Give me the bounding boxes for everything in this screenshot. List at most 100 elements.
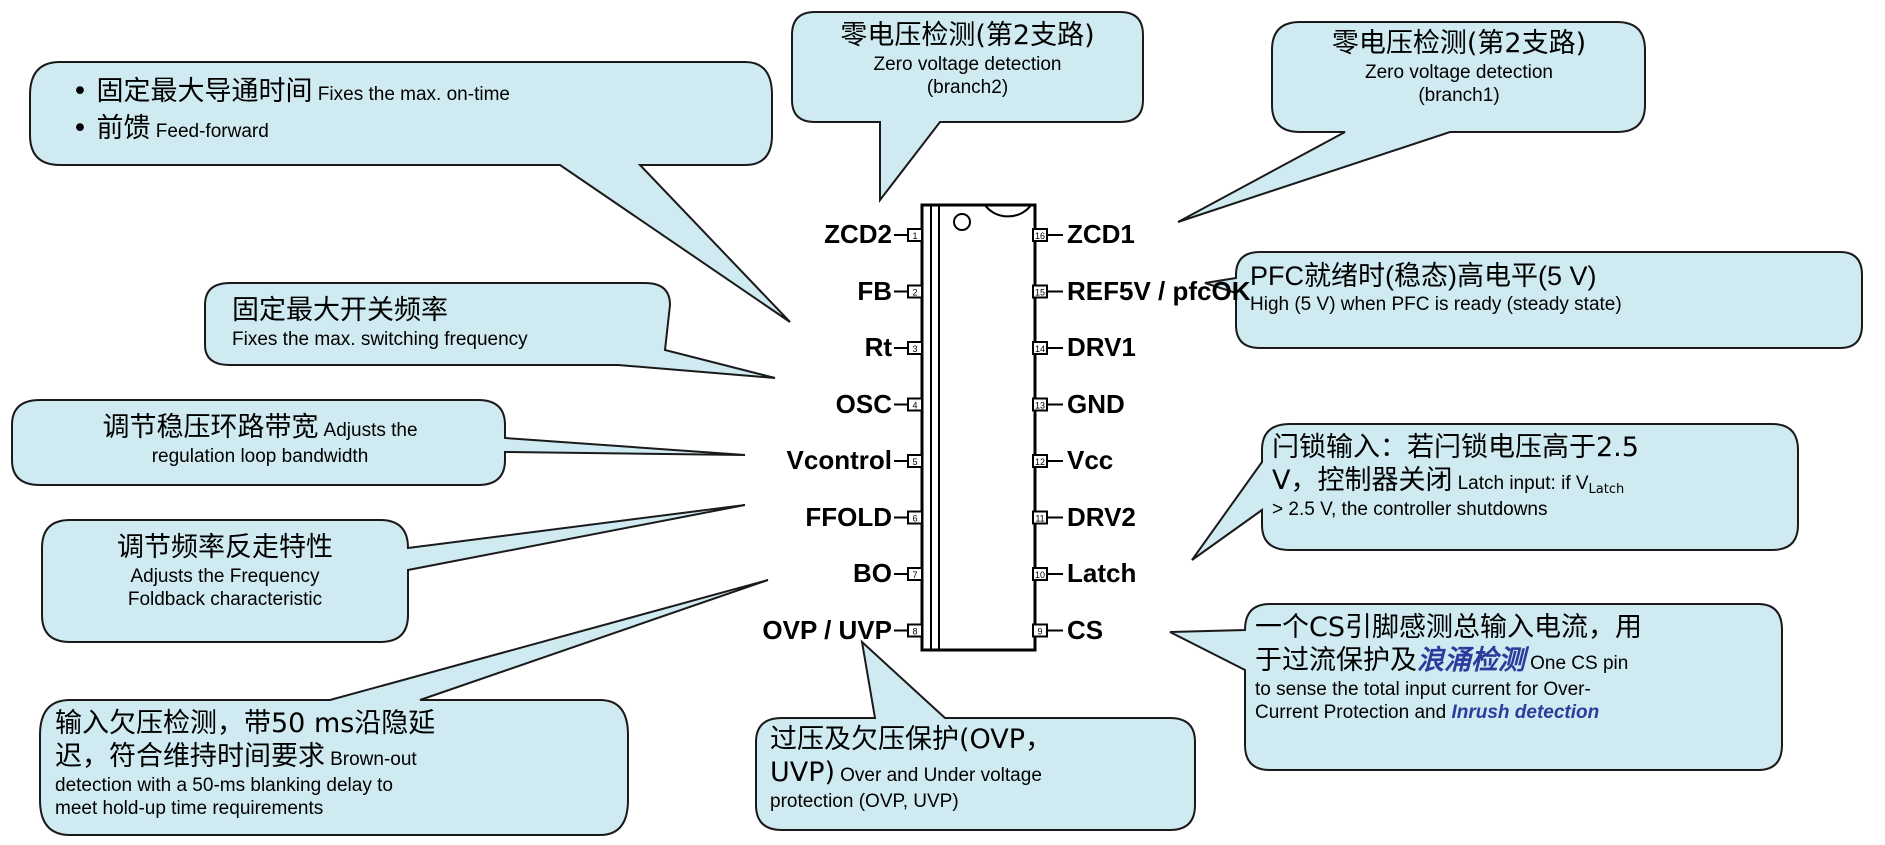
callout-en-accent: Inrush detection xyxy=(1451,702,1600,724)
pin-label-right: DRV2 xyxy=(1067,501,1136,532)
pin-stub-left: 4 xyxy=(894,397,923,412)
callout-zcd2: 零电压检测(第2支路) Zero voltage detection (bran… xyxy=(795,20,1140,99)
callout-loop-bandwidth-shape xyxy=(11,399,746,486)
pin-label-left: FFOLD xyxy=(805,501,892,532)
pin-number: 16 xyxy=(1035,231,1045,241)
pin-label-right: Latch xyxy=(1067,558,1137,588)
callout-en: regulation loop bandwidth xyxy=(151,445,369,467)
callout-en: Fixes the max. on-time xyxy=(317,84,510,105)
pin-number: 11 xyxy=(1035,514,1044,524)
callout-en: Over and Under voltage xyxy=(840,764,1042,786)
callout-loop-bandwidth: 调节稳压环路带宽 Adjusts the regulation loop ban… xyxy=(50,412,470,468)
pin-label-right: GND xyxy=(1067,388,1125,419)
ic-chip xyxy=(920,203,1037,652)
callout-freq-foldback: 调节频率反走特性 Adjusts the Frequency Foldback … xyxy=(50,532,400,611)
pin-stub-left: 5 xyxy=(894,454,923,468)
pin-label-right: DRV1 xyxy=(1067,332,1136,362)
pin-number: 13 xyxy=(1035,401,1045,411)
callout-max-switching-freq-shape xyxy=(204,282,776,379)
callout-en: Fixes the max. switching frequency xyxy=(232,328,528,350)
callout-zcd1-shape xyxy=(1177,21,1646,223)
callout-en: Foldback characteristic xyxy=(127,589,323,611)
pin-number: 2 xyxy=(912,288,917,298)
callout-latch-shape xyxy=(1191,423,1799,561)
pin-stub-right: 10 xyxy=(1032,567,1063,581)
pin-stub-left: 1 xyxy=(894,228,923,242)
callout-brown-out-shape xyxy=(39,579,769,836)
callout-en: Adjusts the xyxy=(323,420,418,441)
callout-pfc-ok-shape xyxy=(1204,251,1863,349)
callout-en: Zero voltage detection xyxy=(873,53,1062,75)
callout-zh-accent: 浪涌检测 xyxy=(1417,644,1525,676)
pin-number: 3 xyxy=(912,344,917,354)
pin-label-left: Rt xyxy=(864,332,892,362)
pin-number: 5 xyxy=(912,457,917,467)
pin-label-right: CS xyxy=(1067,614,1104,645)
callout-cs-shape xyxy=(1169,603,1783,771)
callout-fixes-max-on-time-shape xyxy=(29,61,791,323)
latch-subscript: Latch xyxy=(1588,482,1625,498)
callout-zh: 闩锁输入：若闩锁电压高于2.5 xyxy=(1272,432,1639,463)
pin-number: 7 xyxy=(912,570,917,580)
pin-number: 15 xyxy=(1035,288,1045,298)
callout-cs: 一个CS引脚感测总输入电流，用 于过流保护及浪涌检测 One CS pin to… xyxy=(1255,612,1642,724)
callout-zcd1: 零电压检测(第2支路) Zero voltage detection (bran… xyxy=(1275,28,1643,107)
pin-label-left: OSC xyxy=(835,388,892,419)
callout-zh: 输入欠压检测，带50 ms沿隐延 xyxy=(55,708,436,739)
callout-en: Brown-out xyxy=(330,748,417,770)
callout-en: High (5 V) when PFC is ready (steady sta… xyxy=(1250,293,1622,315)
callout-zcd2-shape xyxy=(791,11,1144,203)
callout-zh: 零电压检测(第2支路) xyxy=(840,20,1095,51)
callout-zh: PFC就绪时(稳态)高电平(5 V) xyxy=(1250,261,1597,291)
callout-zh: 迟，符合维持时间要求 xyxy=(55,740,325,772)
pin-label-right: ZCD1 xyxy=(1067,219,1135,249)
pin-label-left: Vcontrol xyxy=(786,445,892,475)
pin-label-right: Vcc xyxy=(1067,445,1114,475)
pin-stub-left: 7 xyxy=(894,567,923,581)
callout-zh: 零电压检测(第2支路) xyxy=(1331,28,1587,59)
callout-zh: UVP) xyxy=(770,756,836,788)
pin-label-left: ZCD2 xyxy=(824,219,892,249)
pin-label-left: OVP / UVP xyxy=(762,614,892,645)
pin-number: 4 xyxy=(912,401,917,411)
pin-label-right: REF5V / pfcOK xyxy=(1067,275,1251,306)
pin-stub-right: 9 xyxy=(1032,623,1063,638)
callout-en: Feed-forward xyxy=(155,120,269,142)
callout-ovp-uvp-shape xyxy=(755,639,1196,831)
callout-zh: 调节频率反走特性 xyxy=(117,532,333,563)
callout-zh: 一个CS引脚感测总输入电流，用 xyxy=(1255,612,1642,643)
callout-pfc-ok: PFC就绪时(稳态)高电平(5 V) High (5 V) when PFC i… xyxy=(1250,260,1622,316)
pin-stub-left: 2 xyxy=(894,284,923,299)
callout-en: to sense the total input current for Ove… xyxy=(1255,678,1591,700)
callout-brown-out: 输入欠压检测，带50 ms沿隐延 迟，符合维持时间要求 Brown-out de… xyxy=(55,708,435,820)
callout-zh: 固定最大开关频率 xyxy=(232,295,448,326)
callout-en: Adjusts the Frequency xyxy=(130,565,320,587)
callout-en: protection (OVP, UVP) xyxy=(770,790,959,812)
pin-stub-right: 15 xyxy=(1032,284,1063,299)
pin-stub-right: 13 xyxy=(1032,397,1063,412)
callout-en: Current Protection and xyxy=(1255,702,1452,724)
pin-label-left: BO xyxy=(853,558,892,588)
callout-zh: 于过流保护及 xyxy=(1255,644,1417,676)
callout-fixes-max-on-time: • 固定最大导通时间 Fixes the max. on-time • 前馈 F… xyxy=(72,76,510,144)
callout-en: Zero voltage detection xyxy=(1364,61,1553,83)
pin-stub-right: 11 xyxy=(1032,510,1063,525)
pin-stub-left: 8 xyxy=(894,623,923,638)
pin-label-left: FB xyxy=(857,275,892,306)
pin-number: 6 xyxy=(912,514,917,524)
callout-en: meet hold-up time requirements xyxy=(55,798,324,820)
callout-zh: V，控制器关闭 xyxy=(1272,464,1453,496)
pin-number: 12 xyxy=(1035,457,1045,467)
callout-en: One CS pin xyxy=(1530,652,1629,674)
pin-number: 1 xyxy=(912,231,917,241)
callout-zh: 固定最大导通时间 xyxy=(96,76,313,107)
callout-zh: 调节稳压环路带宽 xyxy=(102,412,319,443)
callout-freq-foldback-shape xyxy=(41,504,746,643)
pin-number: 14 xyxy=(1035,344,1045,354)
callout-max-switching-freq: 固定最大开关频率 Fixes the max. switching freque… xyxy=(232,295,528,351)
pin-stub-left: 3 xyxy=(894,341,923,355)
pin-stub-right: 14 xyxy=(1032,341,1063,355)
callout-ovp-uvp: 过压及欠压保护(OVP， UVP) Over and Under voltage… xyxy=(770,724,1052,813)
pin-stub-right: 12 xyxy=(1032,454,1063,468)
